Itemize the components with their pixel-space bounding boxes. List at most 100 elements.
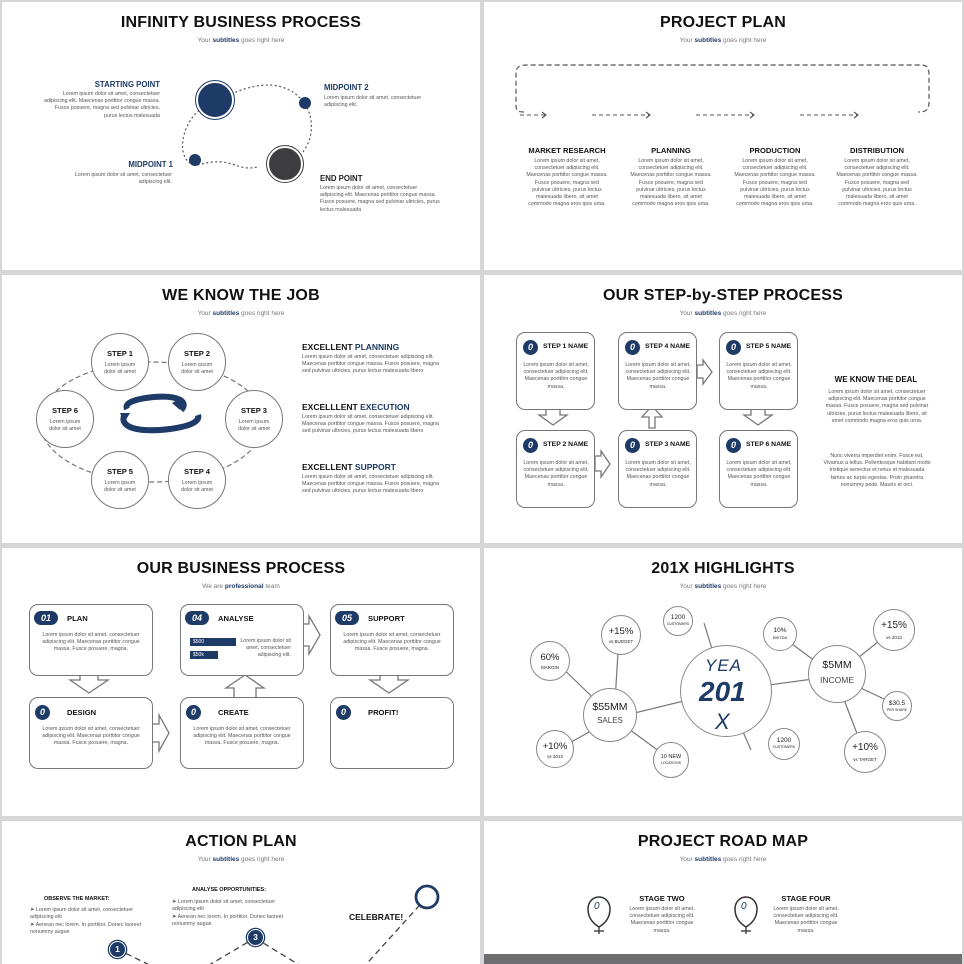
planning-text: Lorem ipsum dolor sit amet, consectetuer… bbox=[302, 354, 439, 375]
deal-text-1: Lorem ipsum dolor sit amet, consectetuer… bbox=[825, 389, 929, 424]
step-1-title: STEP 1 NAME bbox=[543, 343, 589, 350]
slide-title: 201X HIGHLIGHTS bbox=[651, 560, 795, 577]
slide-title: OUR STEP-by-STEP PROCESS bbox=[602, 287, 844, 304]
analyse-box: 04 ANALYSE $500 $50k Lorem ipsum dolor s… bbox=[180, 604, 304, 676]
year-text-1: YEA bbox=[705, 656, 743, 675]
planning-heading: EXCELLENT PLANNING bbox=[302, 342, 400, 352]
step-4-text: Lorem ipsum dolor sit amet bbox=[181, 480, 213, 494]
celebrate-label: CELEBRATE! bbox=[349, 912, 404, 922]
step-1-label: STEP 1 bbox=[106, 349, 134, 358]
market-research-text: Lorem ipsum dolor sit amet, consectetuer… bbox=[526, 158, 608, 208]
support-box: 05 SUPPORT Lorem ipsum dolor sit amet, c… bbox=[330, 604, 454, 676]
create-box: 0 CREATE Lorem ipsum dolor sit amet, con… bbox=[180, 697, 304, 769]
step-arrows bbox=[536, 358, 775, 480]
customers-top-circle: 1200 CUSTOMERS bbox=[663, 606, 693, 636]
stage-two-pin-number: 0 bbox=[594, 901, 600, 912]
infinity-path bbox=[181, 80, 312, 183]
create-text: Lorem ipsum dolor sit amet, consectetuer… bbox=[193, 726, 291, 747]
step-2-label: STEP 2 bbox=[183, 349, 211, 358]
analyse-point-1: ➤ Lorem ipsum dolor sit amet, consectetu… bbox=[172, 899, 276, 913]
midpoint-1-text: Lorem ipsum dolor sit amet, consectetuer… bbox=[74, 172, 172, 186]
step-2-circle: STEP 2 Lorem ipsum dolor sit amet bbox=[168, 333, 226, 391]
midpoint-2-heading: MIDPOINT 2 bbox=[324, 83, 369, 92]
step-number-icon: 0 bbox=[625, 438, 640, 453]
design-box: 0 DESIGN Lorem ipsum dolor sit amet, con… bbox=[29, 697, 153, 769]
support-text: Lorem ipsum dolor sit amet, consectetuer… bbox=[302, 474, 439, 495]
slide-subtitle: Your subtitles goes right here bbox=[679, 37, 767, 44]
step-6-box: 0 STEP 6 NAME Lorem ipsum dolor sit amet… bbox=[719, 430, 798, 508]
step-6-text: Lorem ipsum dolor sit amet bbox=[49, 419, 81, 433]
step-6-label: STEP 6 bbox=[51, 406, 79, 415]
slide-project-road-map: PROJECT ROAD MAP Your subtitles goes rig… bbox=[484, 821, 962, 964]
market-research-heading: MARKET RESEARCH bbox=[528, 146, 606, 155]
step-3-circle: STEP 3 Lorem ipsum dolor sit amet bbox=[225, 390, 283, 448]
vs-target-value: +10% bbox=[852, 742, 878, 753]
profit-box: 0 PROFIT! bbox=[330, 697, 454, 769]
plan-number: 01 bbox=[34, 611, 58, 625]
step-4-box: 0 STEP 4 NAME Lorem ipsum dolor sit amet… bbox=[618, 332, 697, 410]
step-3-text: Lorem ipsum dolor sit amet, consectetuer… bbox=[625, 460, 691, 488]
ebitda-circle: 10% EBITDA bbox=[763, 617, 797, 651]
support-number: 05 bbox=[335, 611, 359, 625]
income-label: INCOME bbox=[820, 675, 854, 685]
design-text: Lorem ipsum dolor sit amet, consectetuer… bbox=[42, 726, 140, 747]
customers-bottom-value: 1200 bbox=[776, 737, 792, 744]
step-4-circle: STEP 4 Lorem ipsum dolor sit amet bbox=[168, 451, 226, 509]
customers-top-value: 1200 bbox=[670, 614, 686, 621]
ebitda-label: EBITDA bbox=[772, 635, 788, 640]
slide-subtitle: Your subtitles goes right here bbox=[679, 310, 767, 317]
step-6-text: Lorem ipsum dolor sit amet, consectetuer… bbox=[726, 460, 792, 488]
distribution-text: Lorem ipsum dolor sit amet, consectetuer… bbox=[836, 158, 918, 208]
year-center-circle: YEA 201 X bbox=[680, 645, 772, 737]
step-2-text: Lorem ipsum dolor sit amet bbox=[181, 362, 213, 376]
slide-subtitle: Your subtitles goes right here bbox=[197, 856, 285, 863]
slide-subtitle: Your subtitles goes right here bbox=[197, 310, 285, 317]
execution-heading: EXCELLLENT EXECUTION bbox=[302, 402, 410, 412]
vs-budget-value: +15% bbox=[608, 626, 634, 637]
customers-bottom-label: CUSTOMERS bbox=[772, 745, 796, 749]
slide-action-plan: ACTION PLAN Your subtitles goes right he… bbox=[2, 821, 480, 964]
step-3-label: STEP 3 bbox=[240, 406, 268, 415]
slide-infinity-business-process: INFINITY BUSINESS PROCESS Your subtitles… bbox=[2, 2, 480, 270]
midpoint-1-heading: MIDPOINT 1 bbox=[128, 160, 173, 169]
process-arrows bbox=[67, 613, 411, 754]
step-number-icon: 0 bbox=[726, 340, 741, 355]
slide-title: OUR BUSINESS PROCESS bbox=[136, 560, 346, 577]
production-heading: PRODUCTION bbox=[749, 146, 801, 155]
end-point-heading: END POINT bbox=[320, 174, 363, 183]
step-number-icon: 0 bbox=[523, 340, 538, 355]
per-share-circle: $30.5 PER SHARE bbox=[882, 691, 912, 721]
milestone-3-marker: 3 bbox=[247, 929, 264, 946]
distribution-heading: DISTRIBUTION bbox=[850, 146, 904, 155]
vs-2013-right-label: vs 2013 bbox=[886, 635, 902, 640]
step-3-title: STEP 3 NAME bbox=[645, 441, 691, 448]
ebitda-value: 10% bbox=[773, 627, 787, 634]
slide-title: WE KNOW THE JOB bbox=[162, 287, 320, 304]
analyse-text: Lorem ipsum dolor sit amet, consectetuer… bbox=[240, 638, 291, 659]
slide-subtitle: Your subtitles goes right here bbox=[679, 583, 767, 590]
step-2-title: STEP 2 NAME bbox=[543, 441, 589, 448]
planning-text: Lorem ipsum dolor sit amet, consectetuer… bbox=[630, 158, 712, 208]
road-band bbox=[484, 954, 962, 964]
step-3-text: Lorem ipsum dolor sit amet bbox=[238, 419, 270, 433]
slide-step-by-step-process: OUR STEP-by-STEP PROCESS Your subtitles … bbox=[484, 275, 962, 543]
stage-four-pin-number: 0 bbox=[741, 901, 747, 912]
analyse-opportunities-heading: ANALYSE OPPORTUNITIES: bbox=[192, 887, 267, 893]
observe-market-point-2: ➤ Aenean nec lorem. In porttitor. Donec … bbox=[30, 922, 142, 936]
profit-number: 0 bbox=[336, 705, 351, 720]
step-5-circle: STEP 5 Lorem ipsum dolor sit amet bbox=[91, 451, 149, 509]
stage-four-text: Lorem ipsum dolor sit amet, consectetuer… bbox=[773, 906, 839, 934]
slide-title: ACTION PLAN bbox=[185, 833, 297, 850]
year-text-3: X bbox=[715, 709, 730, 734]
per-share-value: $30.5 bbox=[888, 700, 906, 707]
step-3-box: 0 STEP 3 NAME Lorem ipsum dolor sit amet… bbox=[618, 430, 697, 508]
midpoint-2-text: Lorem ipsum dolor sit amet, consectetuer… bbox=[324, 95, 422, 109]
planning-heading: PLANNING bbox=[651, 146, 691, 155]
starting-point-heading: STARTING POINT bbox=[94, 80, 160, 89]
support-heading: EXCELLENT SUPPORT bbox=[302, 462, 396, 472]
design-title: DESIGN bbox=[67, 708, 97, 717]
customers-top-label: CUSTOMERS bbox=[666, 622, 690, 626]
deal-heading: WE KNOW THE DEAL bbox=[834, 375, 918, 384]
step-number-icon: 0 bbox=[625, 340, 640, 355]
vs-2013-left-value: +10% bbox=[542, 741, 568, 752]
